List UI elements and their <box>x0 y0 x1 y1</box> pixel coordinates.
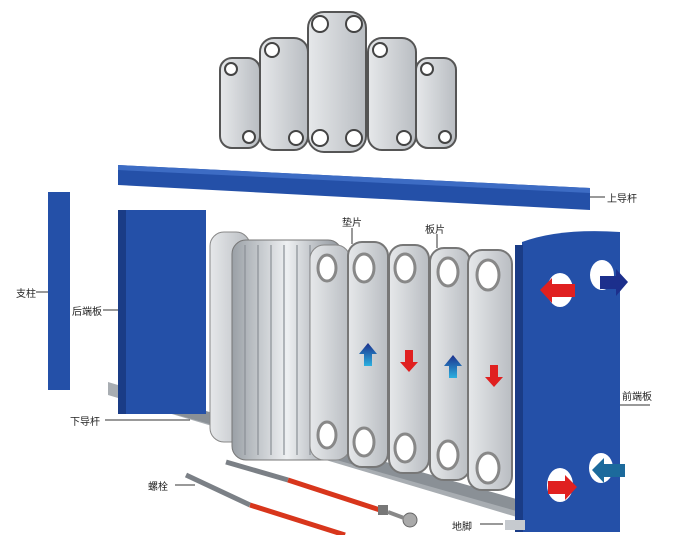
cold-outlet-arrow <box>600 269 628 296</box>
cold-flow-up-arrow <box>444 355 462 378</box>
hot-flow-down-arrow <box>400 350 418 372</box>
label-foot: 地脚 <box>452 522 472 533</box>
foot <box>505 520 525 530</box>
cold-flow-up-arrow <box>359 343 377 366</box>
hot-outlet-arrow <box>548 475 577 500</box>
upper-guide-bar <box>118 165 590 210</box>
front-end-plate <box>515 231 628 532</box>
rear-end-plate <box>118 210 206 414</box>
label-plate: 板片 <box>425 225 445 236</box>
cold-inlet-arrow <box>592 458 625 483</box>
sample-plates <box>219 11 457 153</box>
hot-flow-down-arrow <box>485 365 503 387</box>
label-front-end-plate: 前端板 <box>622 392 652 403</box>
label-lower-guide-bar: 下导杆 <box>70 417 100 428</box>
label-bolt: 螺栓 <box>148 482 168 493</box>
label-gasket: 垫片 <box>342 218 362 229</box>
tie-bolts <box>184 459 418 535</box>
hot-inlet-arrow <box>540 278 575 303</box>
label-rear-end-plate: 后端板 <box>72 307 102 318</box>
support-column <box>48 192 70 390</box>
label-support-column: 支柱 <box>16 289 36 300</box>
label-upper-guide-bar: 上导杆 <box>607 194 637 205</box>
flow-arrows <box>359 343 503 387</box>
plate-pack <box>209 228 513 491</box>
